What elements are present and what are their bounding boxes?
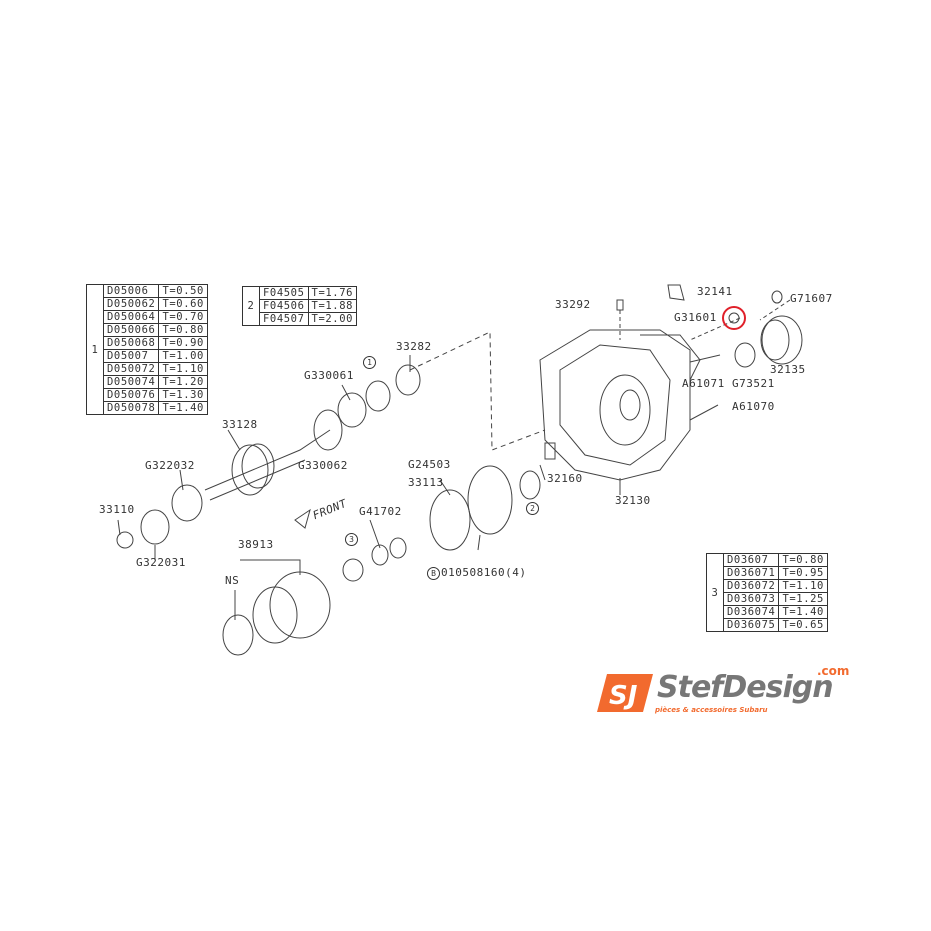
thickness: T=0.50 [158,284,208,298]
label-G31601: G31601 [674,311,717,324]
part-number: D03607 [722,553,780,567]
cover-32135 [761,315,803,365]
part-number: F04506 [259,299,309,313]
label-G330061: G330061 [304,369,354,382]
thickness: T=1.30 [158,388,208,402]
logo-text: StefDesign [657,670,834,705]
label-32130: 32130 [615,494,651,507]
label-A61070: A61070 [732,400,775,413]
part-number: D05007 [102,349,160,363]
stefdesign-logo: SJ StefDesign .com pièces & accessoires … [595,664,860,718]
label-G322031: G322031 [136,556,186,569]
label-G71607: G71607 [790,292,833,305]
nut-33110 [116,531,134,549]
thickness: T=0.90 [158,336,208,350]
label-38913: 38913 [238,538,274,551]
part-number: D036074 [722,605,780,619]
part-number: D036075 [722,618,780,632]
race-G322031 [140,509,170,545]
part-number: D036072 [722,579,780,593]
thickness: T=1.40 [158,401,208,415]
label-32135: 32135 [770,363,806,376]
part-number: F04505 [259,286,309,300]
label-33282: 33282 [396,340,432,353]
seal-G73521 [734,342,756,368]
gear-33113 [429,489,471,551]
thickness: T=2.00 [307,312,358,326]
thickness: T=1.88 [307,299,358,313]
part-number: D050076 [102,388,160,402]
thickness: T=1.20 [158,375,208,389]
ref-circle-b: B [427,567,440,580]
thickness: T=1.10 [158,362,208,376]
ref-circle-1: 1 [91,343,99,356]
thickness: T=1.00 [158,349,208,363]
ref-circle-3-callout: 3 [345,533,358,546]
label-33113: 33113 [408,476,444,489]
ref-circle-2-callout: 2 [526,502,539,515]
part-number: D036073 [722,592,780,606]
label-33128: 33128 [222,418,258,431]
part-number: D050062 [102,297,160,311]
label-G41702: G41702 [359,505,402,518]
thickness: T=1.40 [778,605,828,619]
sd-logo-icon: SJ [597,674,653,712]
bearing-G322032 [171,484,203,522]
ref-circle-2: 2 [247,300,255,312]
part-number: D050066 [102,323,160,337]
highlight-G31601 [722,306,746,330]
label-G322032: G322032 [145,459,195,472]
thickness: T=0.60 [158,297,208,311]
thickness: T=0.70 [158,310,208,324]
label-G73521: G73521 [732,377,775,390]
label-010508160: 010508160(4) [441,566,527,579]
ref-circle-1-callout: 1 [363,356,376,369]
part-number: D050064 [102,310,160,324]
label-33110: 33110 [99,503,135,516]
part-number: D050074 [102,375,160,389]
part-number: D036071 [722,566,780,580]
label-G24503: G24503 [408,458,451,471]
logo-tagline: pièces & accessoires Subaru [655,706,768,714]
label-G330062: G330062 [298,459,348,472]
plate-G24503 [467,465,513,535]
label-33292: 33292 [555,298,591,311]
part-number: F04507 [259,312,309,326]
ref-circle-3: 3 [711,586,719,599]
thickness: T=1.10 [778,579,828,593]
front-arrow-icon [294,508,311,529]
thickness: T=0.65 [778,618,828,632]
label-32160: 32160 [547,472,583,485]
logo-domain: .com [817,664,850,678]
thickness: T=0.95 [778,566,828,580]
label-32141: 32141 [697,285,733,298]
svg-text:SJ: SJ [609,681,638,711]
part-number: D050072 [102,362,160,376]
shaft-33128 [204,364,421,501]
thickness: T=0.80 [158,323,208,337]
thickness: T=1.25 [778,592,828,606]
part-number: D050068 [102,336,160,350]
label-ns: NS [225,574,240,587]
transfer-housing-32130 [539,329,701,481]
part-number: D050078 [102,401,160,415]
label-A61071: A61071 [682,377,725,390]
assembly-guide-line [409,331,546,451]
thickness: T=0.80 [778,553,828,567]
thickness: T=1.76 [307,286,358,300]
part-number: D05006 [102,284,160,298]
